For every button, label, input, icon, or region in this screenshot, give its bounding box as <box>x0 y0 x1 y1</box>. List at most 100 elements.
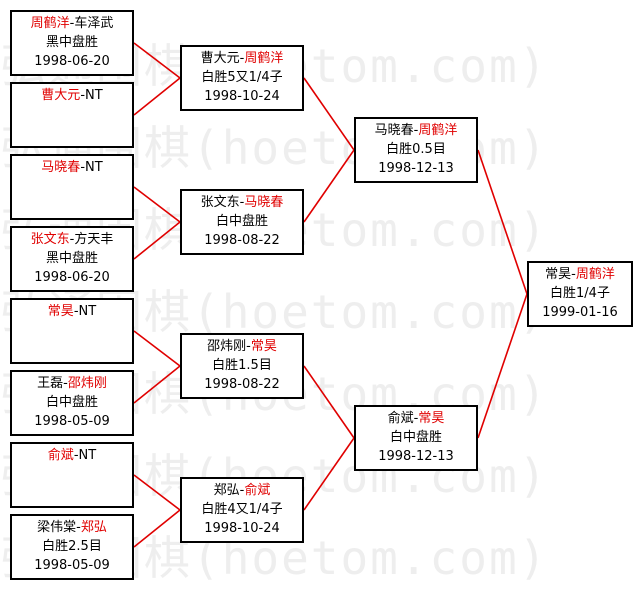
player-separator: - <box>73 448 79 463</box>
player-one: 曹大元 <box>41 88 81 103</box>
player-two: 方天丰 <box>74 232 114 247</box>
player-separator: - <box>69 232 75 247</box>
player-two: 郑弘 <box>80 520 107 535</box>
player-two: 周鹤洋 <box>575 267 615 282</box>
player-two: 常昊 <box>418 411 445 426</box>
player-separator: - <box>73 304 79 319</box>
match-result: 白中盘胜 <box>45 395 98 410</box>
player-two: 周鹤洋 <box>244 51 284 66</box>
player-one: 俞斌 <box>47 448 74 463</box>
match-date: 1998-06-20 <box>34 54 110 69</box>
player-one: 张文东 <box>200 195 240 210</box>
bracket-connector <box>303 437 355 511</box>
match-date: 1998-08-22 <box>204 233 280 248</box>
match-players: 梁伟棠-郑弘 <box>12 518 132 537</box>
match-players: 张文东-方天丰 <box>12 230 132 249</box>
match-box: 俞斌-常昊白中盘胜 1998-12-13 <box>354 405 478 471</box>
player-separator: - <box>69 16 75 31</box>
match-box: 曹大元-周鹤洋白胜5又1/4子 1998-10-24 <box>180 45 304 111</box>
player-separator: - <box>76 520 81 535</box>
match-players: 邵炜刚-常昊 <box>182 337 302 356</box>
match-players: 马晓春-NT <box>12 158 132 177</box>
player-two: NT <box>85 88 103 103</box>
match-date: 1998-10-24 <box>204 89 280 104</box>
match-date: 1999-01-16 <box>542 305 618 320</box>
player-two: NT <box>78 448 97 463</box>
bracket-connector <box>133 221 181 260</box>
player-one: 梁伟棠 <box>37 520 77 535</box>
player-two: 周鹤洋 <box>418 123 458 138</box>
match-box: 郑弘-俞斌白胜4又1/4子 1998-10-24 <box>180 477 304 543</box>
match-result: 白胜4又1/4子 <box>201 502 283 517</box>
player-one: 郑弘 <box>213 483 240 498</box>
player-one: 张文东 <box>30 232 70 247</box>
match-box: 俞斌-NT <box>10 442 134 508</box>
match-players: 张文东-马晓春 <box>182 193 302 212</box>
match-result: 白中盘胜 <box>389 430 442 445</box>
match-date: 1998-10-24 <box>204 521 280 536</box>
match-box: 张文东-马晓春白中盘胜 1998-08-22 <box>180 189 304 255</box>
match-result: 白胜1/4子 <box>550 286 610 301</box>
bracket-connector <box>303 77 355 151</box>
player-one: 俞斌 <box>387 411 414 426</box>
bracket-connector <box>133 77 181 116</box>
player-one: 邵炜刚 <box>207 339 247 354</box>
match-box: 王磊-邵炜刚白中盘胜 1998-05-09 <box>10 370 134 436</box>
match-players: 俞斌-NT <box>12 446 132 465</box>
bracket-connector <box>477 293 528 439</box>
match-players: 曹大元-NT <box>12 86 132 105</box>
match-result: 黑中盘胜 <box>45 251 98 266</box>
match-box: 常昊-周鹤洋白胜1/4子 1999-01-16 <box>527 261 633 327</box>
match-players: 马晓春-周鹤洋 <box>356 121 476 140</box>
player-separator: - <box>239 195 245 210</box>
player-one: 马晓春 <box>374 123 414 138</box>
match-date: 1998-06-20 <box>34 270 110 285</box>
match-players: 常昊-周鹤洋 <box>529 265 631 284</box>
match-box: 曹大元-NT <box>10 82 134 148</box>
player-separator: - <box>571 267 576 282</box>
player-two: 俞斌 <box>244 483 271 498</box>
match-box: 梁伟棠-郑弘白胜2.5目 1998-05-09 <box>10 514 134 580</box>
match-date: 1998-12-13 <box>378 449 454 464</box>
match-players: 王磊-邵炜刚 <box>12 374 132 393</box>
bracket-connector <box>133 186 181 223</box>
match-players: 常昊-NT <box>12 302 132 321</box>
bracket-connector <box>133 509 181 548</box>
player-two: 邵炜刚 <box>67 376 107 391</box>
player-one: 常昊 <box>545 267 572 282</box>
bracket-connector <box>303 365 355 439</box>
match-result: 白中盘胜 <box>215 214 268 229</box>
player-separator: - <box>80 160 86 175</box>
bracket-connector <box>133 330 181 367</box>
player-separator: - <box>239 51 245 66</box>
player-one: 马晓春 <box>41 160 81 175</box>
player-separator: - <box>413 411 419 426</box>
player-one: 常昊 <box>47 304 74 319</box>
match-players: 郑弘-俞斌 <box>182 481 302 500</box>
match-date: 1998-05-09 <box>34 414 110 429</box>
player-two: 马晓春 <box>244 195 284 210</box>
match-result: 白胜5又1/4子 <box>201 70 283 85</box>
match-result: 白胜1.5目 <box>212 358 272 373</box>
match-players: 曹大元-周鹤洋 <box>182 49 302 68</box>
bracket-connector <box>133 42 181 79</box>
bracket-connector <box>477 149 528 295</box>
match-box: 马晓春-NT <box>10 154 134 220</box>
player-two: 常昊 <box>250 339 277 354</box>
match-date: 1998-05-09 <box>34 558 110 573</box>
match-box: 张文东-方天丰黑中盘胜 1998-06-20 <box>10 226 134 292</box>
player-separator: - <box>63 376 68 391</box>
bracket-connector <box>303 149 355 223</box>
match-box: 常昊-NT <box>10 298 134 364</box>
match-result: 白胜2.5目 <box>42 539 102 554</box>
player-two: 车泽武 <box>74 16 114 31</box>
player-two: NT <box>85 160 103 175</box>
match-result: 白胜0.5目 <box>386 142 446 157</box>
player-separator: - <box>80 88 86 103</box>
player-one: 曹大元 <box>200 51 240 66</box>
